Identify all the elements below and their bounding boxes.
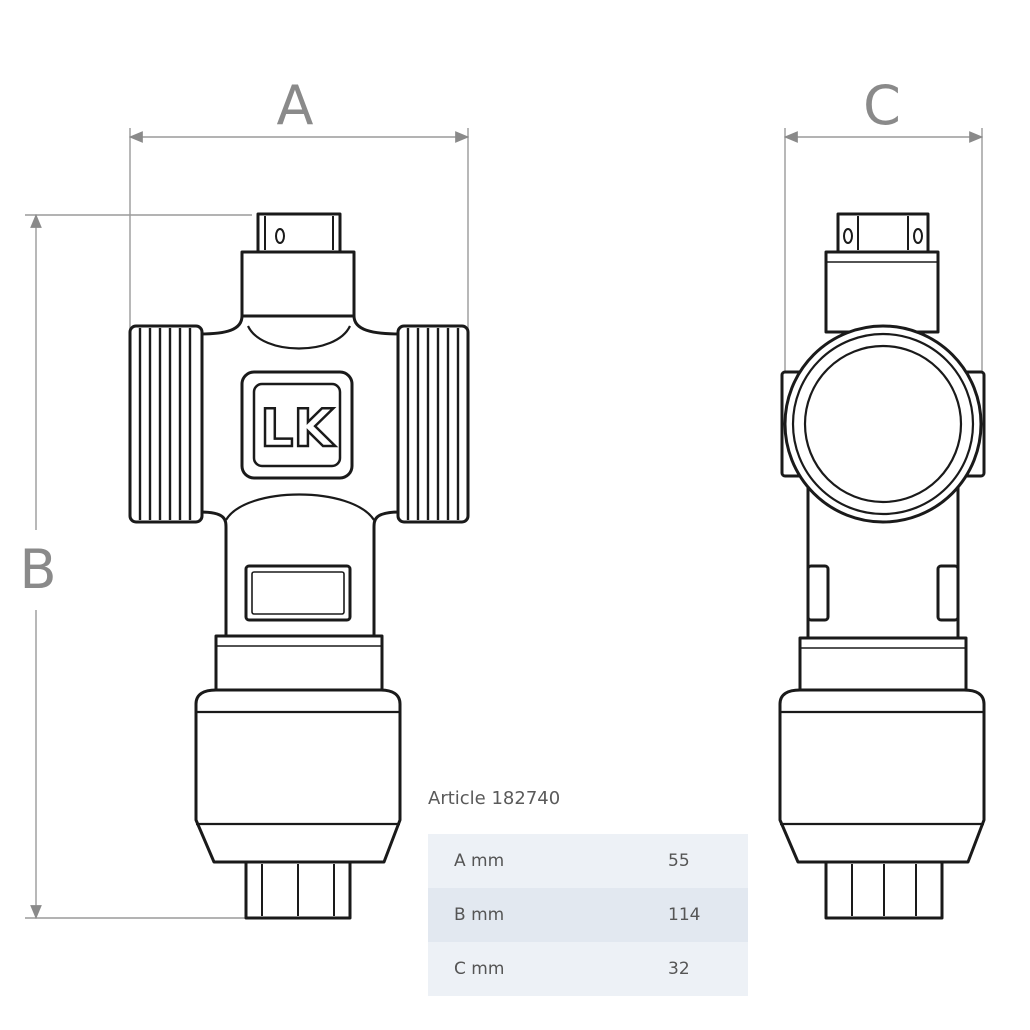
- lk-logo: LK: [240, 370, 354, 480]
- table-row: C mm 32: [428, 942, 748, 996]
- row-label: C mm: [428, 942, 668, 996]
- dimension-table: A mm 55 B mm 114 C mm 32: [428, 834, 748, 996]
- row-value: 55: [668, 834, 748, 888]
- dimension-c: [783, 128, 984, 372]
- side-view: [778, 212, 986, 920]
- row-value: 32: [668, 942, 748, 996]
- table-row: A mm 55: [428, 834, 748, 888]
- dimension-a-label: A: [277, 74, 314, 137]
- front-view: [128, 212, 470, 920]
- row-value: 114: [668, 888, 748, 942]
- logo-text: LK: [260, 399, 335, 459]
- article-title: Article 182740: [428, 788, 561, 809]
- row-label: B mm: [428, 888, 668, 942]
- dimension-c-label: C: [863, 74, 901, 137]
- dimension-b: [25, 213, 252, 920]
- row-label: A mm: [428, 834, 668, 888]
- dimension-a: [128, 128, 470, 330]
- dimension-b-label: B: [19, 538, 56, 601]
- table-row: B mm 114: [428, 888, 748, 942]
- spec-table-panel: Article 182740 A mm 55 B mm 114 C mm 32: [428, 782, 748, 996]
